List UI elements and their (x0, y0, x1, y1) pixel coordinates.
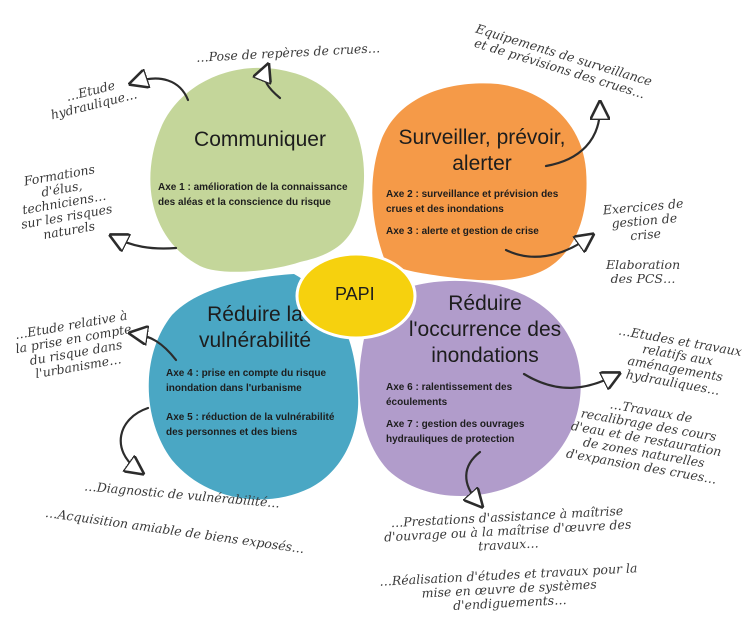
title-occurrence-line-3: inondations (431, 344, 539, 367)
arrow-to-etude-hydraulique (136, 79, 190, 102)
petal-surveiller (372, 83, 587, 281)
petal-vulnerabilite (148, 274, 359, 500)
axe-6-line-1: Axe 6 : ralentissement des (386, 382, 513, 393)
arrow-to-reperes (265, 70, 282, 100)
papi-label: PAPI (335, 284, 375, 304)
axe-4-line-2: inondation dans l'urbanisme (166, 383, 302, 394)
axe-7-line-1: Axe 7 : gestion des ouvrages (386, 419, 525, 430)
axe-6-line-2: écoulements (386, 397, 448, 408)
axe-2-line-2: crues et des inondations (386, 204, 504, 215)
title-vulnerabilite-line-1: Réduire la (207, 303, 303, 326)
axe-5-line-1: Axe 5 : réduction de la vulnérabilité (166, 412, 335, 423)
title-surveiller-line-1: Surveiller, prévoir, (398, 126, 566, 149)
arrow-to-prestations (466, 450, 480, 502)
arrow-to-etudes-travaux (522, 374, 614, 388)
note-pcs: Elaboration des PCS… (606, 258, 680, 286)
arrow-to-equipements (544, 108, 600, 168)
petal-occurrence (359, 280, 581, 497)
axe-3: Axe 3 : alerte et gestion de crise (386, 226, 539, 237)
axe-2-line-1: Axe 2 : surveillance et prévision des (386, 189, 559, 200)
arrow-to-formations (116, 238, 178, 249)
axe-1-line-1: Axe 1 : amélioration de la connaissance (158, 182, 348, 193)
petal-communiquer (150, 67, 365, 272)
title-occurrence-line-2: l'occurrence des (408, 318, 562, 341)
note-pcs-line-2: des PCS… (610, 271, 676, 286)
arrow-to-exercices (504, 238, 588, 258)
title-vulnerabilite-line-2: vulnérabilité (198, 329, 312, 352)
note-exercices: Exercices de gestion de crise (602, 196, 686, 246)
title-surveiller-line-2: alerter (452, 152, 512, 175)
axe-4-line-1: Axe 4 : prise en compte du risque (166, 368, 327, 379)
axe-1-line-2: des aléas et la conscience du risque (158, 197, 331, 208)
title-occurrence-line-1: Réduire (448, 292, 522, 315)
axe-7-line-2: hydrauliques de protection (386, 434, 515, 445)
axe-5-line-2: des personnes et des biens (166, 427, 298, 438)
papi-center-circle (295, 252, 417, 340)
title-communiquer: Communiquer (194, 128, 326, 151)
arrow-to-etude-relative (136, 334, 178, 362)
arrow-to-diagnostic (119, 406, 150, 470)
note-pcs-line-1: Elaboration (606, 257, 681, 272)
